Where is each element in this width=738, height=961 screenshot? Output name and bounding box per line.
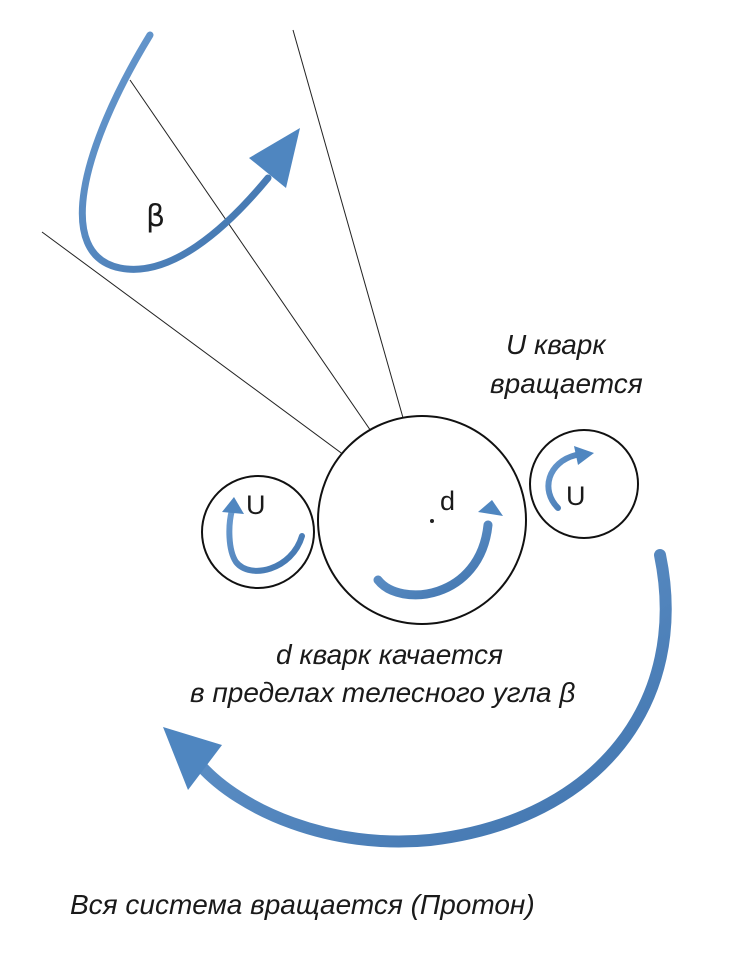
system-rotation-arrowhead-icon (163, 727, 222, 790)
d-caption-line2: в пределах телесного угла β (190, 677, 575, 708)
u-quark-right-circle (529, 429, 639, 539)
beta-label: β (146, 199, 165, 234)
d-quark-swing-arrow (373, 520, 493, 600)
d-caption-line1: d кварк качается (276, 639, 503, 670)
cone-apex-dot (430, 519, 434, 523)
u-right-letter: U (566, 481, 586, 511)
beta-arc-arrowhead-icon (249, 128, 300, 188)
u-right-spin-arrow (545, 452, 579, 511)
u-left-arrowhead-icon (222, 497, 244, 514)
bottom-caption: Вся система вращается (Протон) (70, 889, 535, 920)
system-rotation-arrow (194, 549, 672, 848)
u-caption-line1: U кварк (506, 329, 607, 360)
u-right-arrowhead-icon (574, 446, 594, 465)
d-quark-letter: d (440, 486, 455, 516)
beta-angle-arc (78, 31, 272, 273)
u-left-letter: U (246, 490, 266, 520)
u-caption-line2: вращается (490, 368, 643, 399)
d-swing-arrowhead-icon (478, 500, 503, 516)
u-left-spin-arrow (226, 507, 305, 574)
